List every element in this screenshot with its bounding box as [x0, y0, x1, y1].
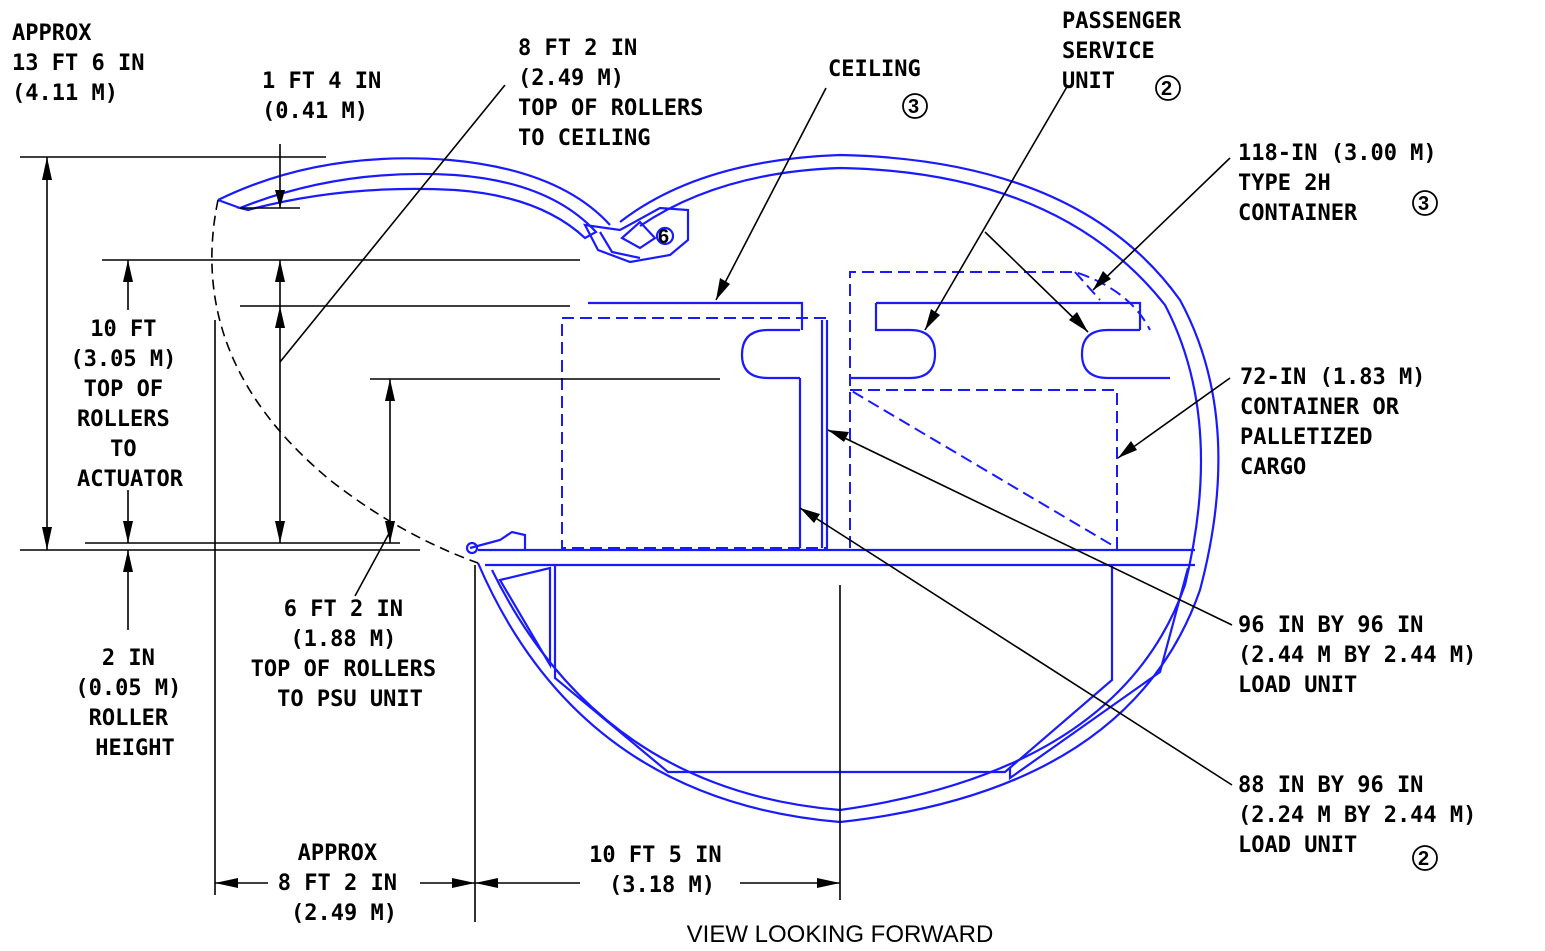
- ceiling-panel: [588, 301, 804, 330]
- leader-ceiling: [715, 87, 827, 301]
- lower-lobe-compartment: [553, 565, 1114, 774]
- leader-psu-right: [984, 231, 1089, 333]
- half-width-label: APPROX 8 FT 2 IN (2.49 M): [278, 841, 410, 926]
- ceiling-note: 3: [902, 93, 928, 119]
- door-note-circle: [655, 226, 675, 246]
- leader-psu: [924, 84, 1069, 331]
- load-unit-88-outline: [846, 271, 1151, 550]
- load88-label: 88 IN BY 96 IN (2.24 M BY 2.44 M) LOAD U…: [1238, 773, 1490, 858]
- load88-note: 2: [1412, 845, 1438, 871]
- rollers-to-actuator-label: 10 FT (3.05 M) TOP OF ROLLERS TO ACTUATO…: [70, 317, 189, 492]
- cargo-door-edge: [217, 198, 241, 210]
- leader-container72: [1117, 377, 1231, 459]
- leader-rollers-to-ceiling: [279, 84, 506, 363]
- door-sill: [469, 530, 527, 550]
- door-sill-roller: [465, 541, 479, 555]
- load-unit-96-outline: [561, 317, 828, 549]
- door-note-number: 6: [658, 226, 669, 248]
- type2h-label: 118-IN (3.00 M) TYPE 2H CONTAINER: [1238, 141, 1450, 226]
- door-hinge-mechanism: 6: [583, 206, 690, 264]
- lower-lobe-left-frame: [498, 566, 552, 670]
- cabin-offset-label: 1 FT 4 IN (0.41 M): [262, 69, 394, 124]
- load-unit-88-top-edge: [1074, 271, 1101, 301]
- psu-right: [1080, 328, 1170, 380]
- rollers-to-psu-label: 6 FT 2 IN (1.88 M) TOP OF ROLLERS TO PSU…: [251, 597, 450, 712]
- overall-height-label: APPROX 13 FT 6 IN (4.11 M): [12, 21, 158, 106]
- view-caption: VIEW LOOKING FORWARD: [687, 921, 994, 948]
- lower-lobe-right-frame: [1008, 567, 1190, 781]
- leader-type2h: [1092, 157, 1231, 291]
- psu-label: PASSENGER SERVICE UNIT: [1062, 9, 1194, 94]
- door-swing-arc: [211, 199, 479, 564]
- dimension-labels: APPROX 13 FT 6 IN (4.11 M) 1 FT 4 IN (0.…: [12, 9, 1490, 948]
- fuselage-outer-skin: [476, 153, 1220, 824]
- roller-height-label: 2 IN (0.05 M) ROLLER HEIGHT: [75, 646, 194, 761]
- svg-text:2: 2: [1161, 78, 1172, 100]
- svg-text:2: 2: [1418, 848, 1429, 870]
- container72-label: 72-IN (1.83 M) CONTAINER OR PALLETIZED C…: [1240, 365, 1439, 480]
- leader-rollers-to-psu: [354, 527, 393, 597]
- cargo-door-inner: [236, 172, 598, 240]
- fuselage-structure: 6: [211, 153, 1220, 824]
- dimension-lines: [20, 84, 1233, 922]
- svg-text:3: 3: [908, 96, 919, 118]
- fuselage-inner-skin: [491, 166, 1203, 812]
- svg-text:3: 3: [1418, 193, 1429, 215]
- load96-label: 96 IN BY 96 IN (2.44 M BY 2.44 M) LOAD U…: [1238, 613, 1490, 698]
- type2h-note: 3: [1412, 190, 1438, 216]
- centerline-width-label: 10 FT 5 IN (3.18 M): [589, 843, 735, 898]
- rollers-to-ceiling-label: 8 FT 2 IN (2.49 M) TOP OF ROLLERS TO CEI…: [518, 36, 717, 151]
- leader-load96: [827, 429, 1233, 626]
- leader-load88: [799, 507, 1233, 786]
- psu-left: [740, 328, 800, 380]
- psu-note: 2: [1155, 75, 1181, 101]
- ceiling-label: CEILING: [828, 57, 921, 82]
- psu-center: [850, 301, 1142, 380]
